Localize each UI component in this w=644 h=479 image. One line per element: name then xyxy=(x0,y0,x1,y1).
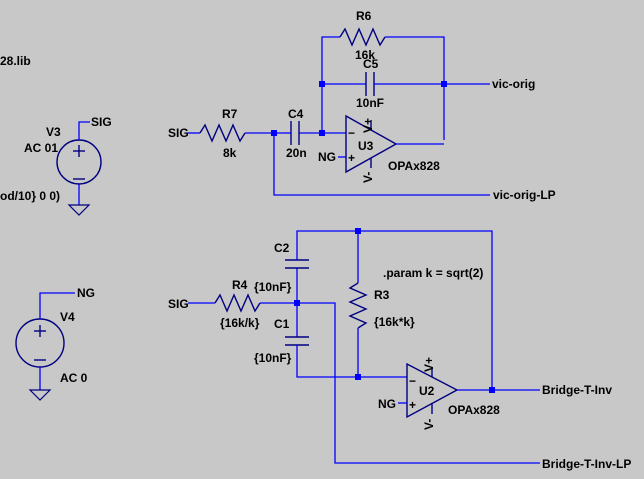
lower-out-net-label: Bridge-T-Inv xyxy=(542,383,612,397)
ground-icon xyxy=(67,204,91,216)
c1-name: C1 xyxy=(274,317,290,331)
r6-value: 16k xyxy=(355,48,375,62)
voltage-source-v4[interactable] xyxy=(15,318,65,368)
c4-name: C4 xyxy=(288,107,304,121)
wire xyxy=(321,36,340,133)
u2-vplus-label: V+ xyxy=(422,357,436,372)
wire xyxy=(385,36,445,140)
r7-value: 8k xyxy=(223,146,237,160)
v3-name: V3 xyxy=(46,125,61,139)
capacitor-c5[interactable] xyxy=(365,72,375,96)
capacitor-c1[interactable] xyxy=(285,336,309,346)
resistor-r4[interactable] xyxy=(214,293,261,313)
c5-name: C5 xyxy=(363,57,379,71)
wire xyxy=(296,230,493,389)
voltage-source-v3[interactable] xyxy=(56,139,102,185)
c2-name: C2 xyxy=(274,241,290,255)
param-directive: .param k = sqrt(2) xyxy=(383,266,483,280)
u2-vminus-label: V- xyxy=(422,419,436,430)
r6-name: R6 xyxy=(356,9,372,23)
c5-value: 10nF xyxy=(356,96,384,110)
v4-name: V4 xyxy=(60,310,75,324)
upper-input-net-label: SIG xyxy=(168,126,189,140)
u3-ref-net: NG xyxy=(318,150,336,164)
r4-name: R4 xyxy=(232,278,248,292)
u2-minus-sign: − xyxy=(409,374,416,388)
lower-input-net-label: SIG xyxy=(168,297,189,311)
c1-value: {10nF} xyxy=(254,351,292,365)
junction-node xyxy=(294,300,300,306)
ground-icon xyxy=(28,389,52,401)
lp-tap-wire xyxy=(273,133,490,196)
r4-value: {16k/k} xyxy=(220,316,260,330)
capacitor-c4[interactable] xyxy=(290,121,300,145)
resistor-r7[interactable] xyxy=(199,123,246,143)
resistor-r6[interactable] xyxy=(339,27,386,47)
source-directive-fragment: od/10} 0 0) xyxy=(0,189,60,203)
u3-vminus-label: V- xyxy=(361,172,375,183)
r3-name: R3 xyxy=(374,288,390,302)
u3-model: OPAx828 xyxy=(388,159,440,173)
upper-out-net-label: vic-orig xyxy=(492,77,535,91)
r7-name: R7 xyxy=(222,107,238,121)
lib-include-text: 28.lib xyxy=(0,54,31,68)
junction-node xyxy=(355,228,361,234)
v3-top-wire xyxy=(78,121,90,140)
u2-name: U2 xyxy=(419,384,435,398)
u3-plus-sign: + xyxy=(348,151,355,165)
junction-node xyxy=(319,81,325,87)
junction-node xyxy=(319,130,325,136)
lower-lp-net-label: Bridge-T-Inv-LP xyxy=(542,457,631,471)
v4-net-label: NG xyxy=(77,286,95,300)
junction-node xyxy=(271,130,277,136)
capacitor-c2[interactable] xyxy=(285,259,309,269)
junction-node xyxy=(441,81,447,87)
v3-spec: AC 01 xyxy=(24,141,58,155)
junction-node xyxy=(355,374,361,380)
v4-top-wire xyxy=(39,292,75,319)
u2-ref-net: NG xyxy=(378,397,396,411)
junction-node xyxy=(489,387,495,393)
u3-minus-sign: − xyxy=(348,126,355,140)
c2-value: {10nF} xyxy=(254,280,292,294)
u2-model: OPAx828 xyxy=(448,403,500,417)
v3-net-label: SIG xyxy=(91,115,112,129)
u2-plus-sign: + xyxy=(409,398,416,412)
c4-value: 20n xyxy=(286,146,307,160)
u3-vplus-label: V+ xyxy=(361,118,375,133)
v4-spec: AC 0 xyxy=(60,371,88,385)
lp-tap-wire xyxy=(298,302,540,464)
r3-value: {16k*k} xyxy=(374,315,415,329)
upper-lp-net-label: vic-orig-LP xyxy=(493,188,556,202)
u3-name: U3 xyxy=(358,139,374,153)
wire xyxy=(296,345,407,378)
resistor-r3[interactable] xyxy=(348,282,368,329)
